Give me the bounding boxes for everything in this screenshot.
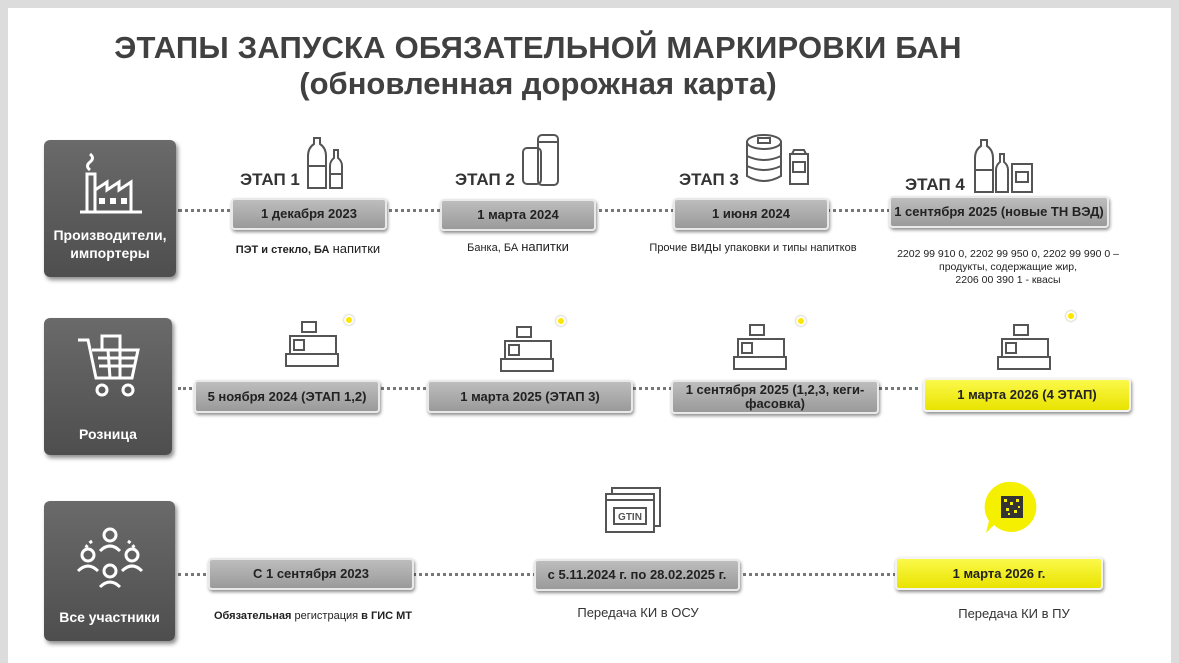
producers-label-line2: импортеры: [70, 245, 150, 261]
stage-1-date-pill: 1 декабря 2023: [231, 198, 387, 230]
yellow-marker-icon: [796, 316, 806, 326]
bottles-icon: [307, 137, 343, 189]
registration-note: Обязательная регистрация в ГИС МТ: [213, 610, 413, 622]
producers-label-line1: Производители,: [53, 227, 167, 243]
page-title: ЭТАПЫ ЗАПУСКА ОБЯЗАТЕЛЬНОЙ МАРКИРОВКИ БА…: [114, 30, 962, 65]
participants-label: Все участники: [59, 609, 160, 625]
page-subtitle: (обновленная дорожная карта): [299, 66, 777, 101]
stage-3-label: ЭТАП 3: [679, 170, 739, 189]
participants-row-box: Все участники: [44, 501, 175, 641]
yellow-marker-icon: [556, 316, 566, 326]
stage-3-date-pill: 1 июня 2024: [673, 198, 829, 230]
stage-1-label: ЭТАП 1: [240, 170, 300, 189]
gtin-window-icon: GTIN: [605, 487, 661, 533]
retail-row-box: Розница: [44, 318, 172, 455]
stage-2-note: Банка, БА напитки: [467, 239, 569, 254]
cash-register-icon: [500, 326, 554, 372]
stage-2-date-pill: 1 марта 2024: [440, 199, 596, 231]
yellow-marker-icon: [344, 315, 354, 325]
cash-register-icon: [997, 324, 1051, 370]
retail-date-pill-4: 1 марта 2026 (4 ЭТАП): [923, 378, 1131, 412]
cash-register-icon: [285, 321, 339, 367]
caption-pu: Передача КИ в ПУ: [958, 606, 1070, 621]
stage-3-note: Прочие виды упаковки и типы напитков: [649, 239, 857, 254]
retail-date-pill-3: 1 сентября 2025 (1,2,3, кеги-фасовка): [671, 380, 879, 414]
stage-4-label: ЭТАП 4: [905, 175, 965, 194]
bottles-pack-icon: [974, 139, 1033, 193]
stage-1-note: ПЭТ и стекло, БА напитки: [235, 241, 381, 256]
retail-label: Розница: [79, 426, 137, 442]
cans-icon: [522, 134, 559, 186]
retail-date-pill-2: 1 марта 2025 (ЭТАП 3): [427, 380, 633, 413]
gtin-label: GTIN: [618, 512, 642, 523]
keg-icon: [746, 134, 809, 185]
stage-4-note: 2202 99 910 0, 2202 99 950 0, 2202 99 99…: [897, 248, 1119, 286]
roadmap-slide: ЭТАПЫ ЗАПУСКА ОБЯЗАТЕЛЬНОЙ МАРКИРОВКИ БА…: [8, 8, 1171, 663]
yellow-marker-icon: [1066, 311, 1076, 321]
participants-icon: [76, 527, 144, 589]
factory-icon: [80, 152, 142, 214]
participants-date-pill-3: 1 марта 2026 г.: [895, 557, 1103, 590]
stage-2-label: ЭТАП 2: [455, 170, 515, 189]
caption-osu: Передача КИ в ОСУ: [577, 605, 699, 620]
cash-register-icon: [733, 324, 787, 370]
qr-code-icon: [984, 481, 1037, 533]
shopping-cart-icon: [78, 334, 140, 397]
retail-date-pill-1: 5 ноября 2024 (ЭТАП 1,2): [194, 380, 380, 413]
participants-date-pill-2: с 5.11.2024 г. по 28.02.2025 г.: [534, 559, 740, 591]
stage-4-date-pill: 1 сентября 2025 (новые ТН ВЭД): [889, 196, 1109, 228]
participants-date-pill-1: С 1 сентября 2023: [208, 558, 414, 590]
producers-row-box: Производители, импортеры: [44, 140, 176, 277]
